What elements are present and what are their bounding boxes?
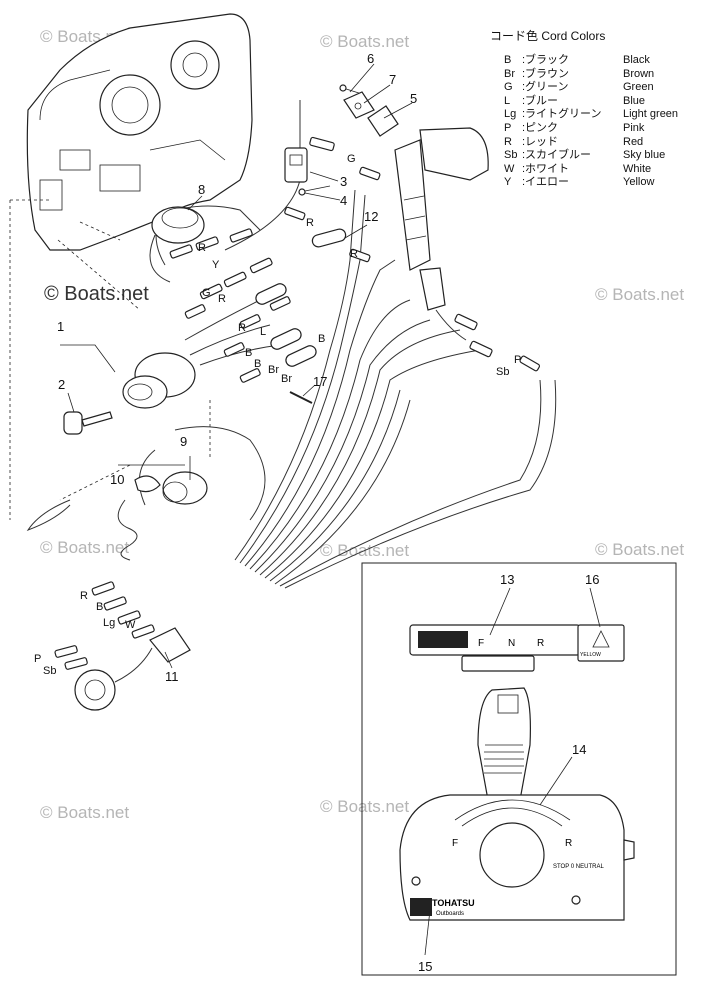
remote-cable-assembly [394,127,489,341]
control-lever [477,687,531,801]
callout-15: 15 [418,959,432,974]
callout-13: 13 [500,572,514,587]
legend-title: コード色 Cord Colors [490,29,606,43]
stop-switch-part-9 [118,456,208,505]
tie-part-17 [289,391,313,404]
wire-tag-l: L [260,326,266,338]
callout-12: 12 [364,209,378,224]
svg-text:F: F [452,838,458,849]
harness-plug-part-11 [74,627,191,711]
callout-7: 7 [389,72,396,87]
svg-text:R: R [565,838,572,849]
callout-14: 14 [572,742,586,757]
wire-tags: G R R R Y G R R L B B B Br Br P Sb R B L… [34,153,521,677]
svg-text:R: R [537,638,544,649]
wire-tag-lg: Lg [103,617,115,629]
lanyard-part-10 [26,475,161,561]
svg-text:YELLOW: YELLOW [580,652,601,658]
callout-11: 11 [165,669,179,684]
control-housing [9,13,253,520]
wire-tag-br: Br [281,373,292,385]
callout-16: 16 [585,572,599,587]
key-switch-part-1 [60,344,196,409]
relay-part-8 [149,206,205,283]
callout-5: 5 [410,91,417,106]
wiring [138,100,557,589]
callout-1: 1 [57,319,64,334]
wire-tag-w: W [125,619,136,631]
wire-tag-b: B [245,347,252,359]
wire-tag-r: R [80,590,88,602]
leader-lines [67,63,601,956]
callout-9: 9 [180,434,187,449]
callout-3: 3 [340,174,347,189]
svg-text:TOHATSU: TOHATSU [432,898,475,908]
connector-sleeves [255,228,347,367]
wire-tag-p: P [34,653,41,665]
wire-tag-sb: Sb [43,665,56,677]
callout-2: 2 [58,377,65,392]
ignition-key-part-2 [63,411,113,435]
remote-control-inset: F N R YELLOW F R STOP 0 NEUTRAL [361,562,677,976]
callouts: 1 2 3 4 5 6 7 8 9 10 11 12 13 14 15 16 1… [57,51,599,974]
wire-tag-r: R [350,248,358,260]
watermark: © Boats.net [595,540,684,559]
callout-4: 4 [340,193,347,208]
watermark: © Boats.net [595,285,684,304]
wire-tag-g: G [202,287,211,299]
svg-text:F: F [478,638,484,649]
wire-tag-r: R [306,217,314,229]
wire-tag-sb: Sb [496,366,509,378]
inset-frame [361,562,677,976]
wire-tag-b: B [96,601,103,613]
watermark: © Boats.net [40,538,129,557]
svg-text:N: N [508,638,515,649]
watermarks: © Boats.net © Boats.net © Boats.net © Bo… [40,27,684,822]
callout-17: 17 [313,374,327,389]
wire-tag-b: B [318,333,325,345]
watermark: © Boats.net [44,283,149,305]
svg-text:Outboards: Outboards [436,911,464,917]
wire-tag-p: P [514,354,521,366]
control-box-part-14: F R STOP 0 NEUTRAL [399,794,635,921]
watermark: © Boats.net [320,797,409,816]
wire-tag-b: B [254,358,261,370]
neutral-switch-parts [284,84,399,196]
warning-sticker-part-16: YELLOW [577,624,625,662]
cord-connectors [54,136,541,670]
wire-tag-r: R [218,293,226,305]
svg-text:STOP 0 NEUTRAL: STOP 0 NEUTRAL [553,864,604,870]
wire-tag-g: G [347,153,356,165]
wire-tag-r: R [198,242,206,254]
tohatsu-logo: TOHATSU Outboards [410,898,475,917]
wire-tag-br: Br [268,364,279,376]
wire-tag-y: Y [212,259,220,271]
callout-6: 6 [367,51,374,66]
callout-10: 10 [110,472,124,487]
watermark: © Boats.net [320,32,409,51]
watermark: © Boats.net [40,803,129,822]
callout-8: 8 [198,182,205,197]
indicator-plate-part-13: F N R [409,624,581,672]
wire-tag-r: R [238,322,246,334]
